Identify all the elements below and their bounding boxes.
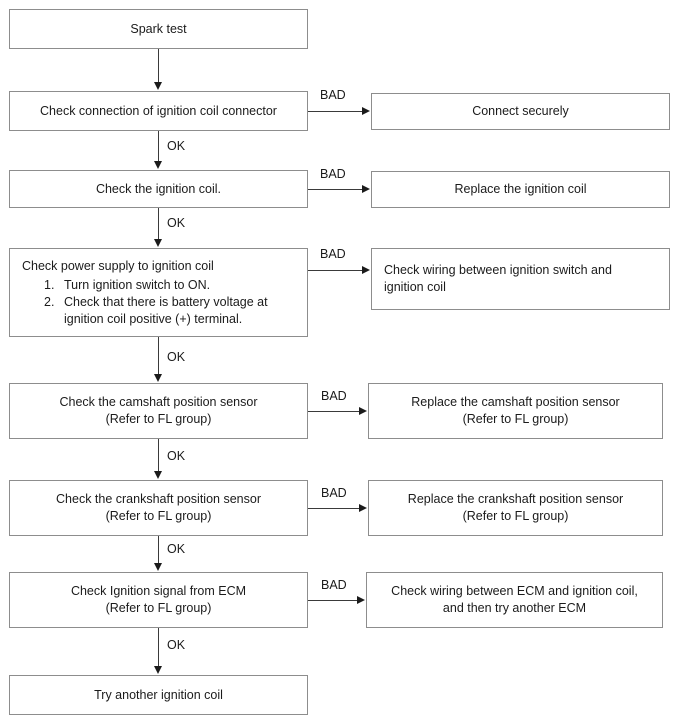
node-check-ignition-signal-body: Check Ignition signal from ECM (Refer to… bbox=[16, 583, 301, 617]
node-replace-crankshaft-sensor-line2: (Refer to FL group) bbox=[462, 509, 569, 523]
arrowhead-crankshaft-to-replace-crankshaft bbox=[359, 504, 367, 512]
arrowhead-connector-to-connect-securely bbox=[362, 107, 370, 115]
connector-camshaft-to-replace-camshaft bbox=[308, 411, 361, 412]
node-check-ignition-signal-line1: Check Ignition signal from ECM bbox=[70, 584, 247, 598]
power-supply-step-list: 1. Turn ignition switch to ON. 2. Check … bbox=[22, 277, 301, 328]
node-check-coil: Check the ignition coil. bbox=[9, 170, 308, 208]
node-check-ignition-signal-line2: (Refer to FL group) bbox=[105, 601, 212, 615]
node-replace-camshaft-sensor: Replace the camshaft position sensor (Re… bbox=[368, 383, 663, 439]
edge-label-ok-3: OK bbox=[167, 350, 186, 364]
arrowhead-crankshaft-to-signal bbox=[154, 563, 162, 571]
edge-label-bad-6: BAD bbox=[321, 578, 347, 592]
node-check-crankshaft-sensor-body: Check the crankshaft position sensor (Re… bbox=[16, 491, 301, 525]
power-supply-step-1-text: Turn ignition switch to ON. bbox=[64, 278, 211, 292]
node-replace-crankshaft-sensor-line1: Replace the crankshaft position sensor bbox=[407, 492, 624, 506]
edge-label-ok-2: OK bbox=[167, 216, 186, 230]
arrowhead-spark-to-connector bbox=[154, 82, 162, 90]
edge-label-ok-5: OK bbox=[167, 542, 186, 556]
connector-coil-to-power bbox=[158, 208, 159, 240]
edge-label-ok-4: OK bbox=[167, 449, 186, 463]
node-check-camshaft-sensor-body: Check the camshaft position sensor (Refe… bbox=[16, 394, 301, 428]
node-replace-coil-label: Replace the ignition coil bbox=[454, 182, 587, 196]
edge-label-ok-1: OK bbox=[167, 139, 186, 153]
node-check-camshaft-sensor-line2: (Refer to FL group) bbox=[105, 412, 212, 426]
node-check-connector: Check connection of ignition coil connec… bbox=[9, 91, 308, 131]
connector-connector-to-connect-securely bbox=[308, 111, 364, 112]
power-supply-step-2-marker: 2. bbox=[44, 295, 55, 309]
power-supply-step-2: 2. Check that there is battery voltage a… bbox=[44, 294, 301, 328]
power-supply-step-1: 1. Turn ignition switch to ON. bbox=[44, 277, 301, 294]
connector-crankshaft-to-replace-crankshaft bbox=[308, 508, 361, 509]
arrowhead-connector-to-coil bbox=[154, 161, 162, 169]
node-check-wiring-ecm-body: Check wiring between ECM and ignition co… bbox=[371, 583, 658, 617]
node-check-wiring-ecm-line2: and then try another ECM bbox=[442, 601, 587, 615]
connector-power-to-camshaft bbox=[158, 337, 159, 375]
node-connect-securely-label: Connect securely bbox=[472, 104, 569, 118]
node-check-crankshaft-sensor-line2: (Refer to FL group) bbox=[105, 509, 212, 523]
node-replace-camshaft-sensor-line1: Replace the camshaft position sensor bbox=[411, 395, 620, 409]
connector-signal-to-check-wiring-ecm bbox=[308, 600, 359, 601]
node-replace-coil: Replace the ignition coil bbox=[371, 171, 670, 208]
node-check-power-supply-heading: Check power supply to ignition coil bbox=[22, 259, 214, 273]
arrowhead-camshaft-to-crankshaft bbox=[154, 471, 162, 479]
node-check-camshaft-sensor: Check the camshaft position sensor (Refe… bbox=[9, 383, 308, 439]
connector-camshaft-to-crankshaft bbox=[158, 439, 159, 472]
node-check-power-supply-body: Check power supply to ignition coil 1. T… bbox=[22, 258, 301, 328]
connector-signal-to-try-coil bbox=[158, 628, 159, 667]
connector-connector-to-coil bbox=[158, 131, 159, 162]
edge-label-bad-5: BAD bbox=[321, 486, 347, 500]
node-replace-crankshaft-sensor: Replace the crankshaft position sensor (… bbox=[368, 480, 663, 536]
node-try-another-coil: Try another ignition coil bbox=[9, 675, 308, 715]
node-check-wiring-ecm: Check wiring between ECM and ignition co… bbox=[366, 572, 663, 628]
edge-label-bad-1: BAD bbox=[320, 88, 346, 102]
edge-label-bad-3: BAD bbox=[320, 247, 346, 261]
node-try-another-coil-label: Try another ignition coil bbox=[94, 687, 223, 702]
arrowhead-coil-to-power bbox=[154, 239, 162, 247]
node-replace-camshaft-sensor-line2: (Refer to FL group) bbox=[462, 412, 569, 426]
node-check-crankshaft-sensor: Check the crankshaft position sensor (Re… bbox=[9, 480, 308, 536]
node-check-camshaft-sensor-line1: Check the camshaft position sensor bbox=[59, 395, 258, 409]
arrowhead-signal-to-check-wiring-ecm bbox=[357, 596, 365, 604]
node-check-crankshaft-sensor-line1: Check the crankshaft position sensor bbox=[56, 492, 261, 506]
arrowhead-coil-to-replace-coil bbox=[362, 185, 370, 193]
power-supply-step-2-text: Check that there is battery voltage at i… bbox=[64, 295, 268, 326]
node-check-wiring-ignition-switch-body: Check wiring between ignition switch and… bbox=[384, 262, 663, 296]
arrowhead-signal-to-try-coil bbox=[154, 666, 162, 674]
edge-label-bad-2: BAD bbox=[320, 167, 346, 181]
node-replace-crankshaft-sensor-body: Replace the crankshaft position sensor (… bbox=[375, 491, 656, 525]
node-check-coil-label: Check the ignition coil. bbox=[95, 181, 222, 196]
connector-crankshaft-to-signal bbox=[158, 536, 159, 564]
edge-label-ok-6: OK bbox=[167, 638, 186, 652]
arrowhead-camshaft-to-replace-camshaft bbox=[359, 407, 367, 415]
arrowhead-power-to-check-wiring bbox=[362, 266, 370, 274]
arrowhead-power-to-camshaft bbox=[154, 374, 162, 382]
node-check-wiring-ignition-switch: Check wiring between ignition switch and… bbox=[371, 248, 670, 310]
power-supply-step-1-marker: 1. bbox=[44, 278, 55, 292]
connector-spark-to-connector bbox=[158, 49, 159, 83]
edge-label-bad-4: BAD bbox=[321, 389, 347, 403]
node-check-ignition-signal: Check Ignition signal from ECM (Refer to… bbox=[9, 572, 308, 628]
node-replace-camshaft-sensor-body: Replace the camshaft position sensor (Re… bbox=[375, 394, 656, 428]
connector-coil-to-replace-coil bbox=[308, 189, 364, 190]
node-check-wiring-ignition-switch-line2: ignition coil bbox=[384, 280, 446, 294]
node-connect-securely: Connect securely bbox=[371, 93, 670, 130]
node-spark-test: Spark test bbox=[9, 9, 308, 49]
node-spark-test-label: Spark test bbox=[130, 21, 187, 36]
connector-power-to-check-wiring bbox=[308, 270, 364, 271]
node-check-power-supply: Check power supply to ignition coil 1. T… bbox=[9, 248, 308, 337]
node-check-connector-label: Check connection of ignition coil connec… bbox=[40, 103, 277, 118]
node-check-wiring-ignition-switch-line1: Check wiring between ignition switch and bbox=[384, 263, 612, 277]
node-check-wiring-ecm-line1: Check wiring between ECM and ignition co… bbox=[391, 584, 638, 598]
